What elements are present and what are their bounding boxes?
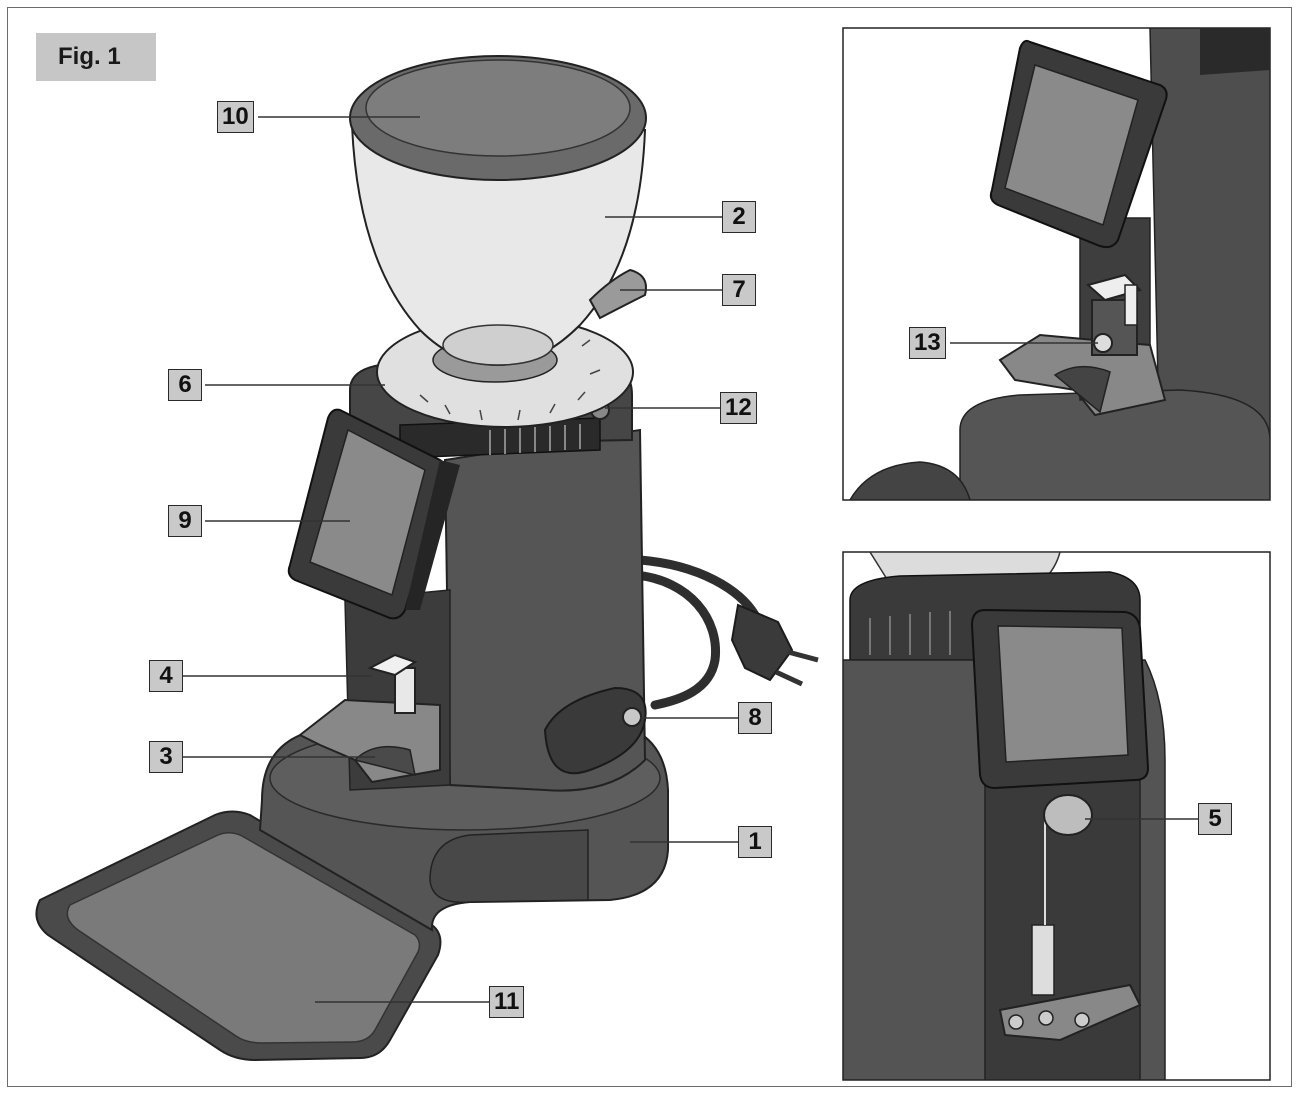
callout-3: 3 — [149, 741, 183, 773]
bean-hopper — [350, 123, 647, 367]
callout-2: 2 — [722, 201, 756, 233]
callout-11: 11 — [489, 986, 525, 1018]
callout-9: 9 — [168, 505, 202, 537]
callout-6: 6 — [168, 369, 202, 401]
power-cord — [630, 555, 760, 710]
callout-10: 10 — [217, 101, 254, 133]
portafilter-fork — [298, 698, 441, 784]
callout-7: 7 — [722, 274, 756, 306]
touch-display — [287, 408, 460, 620]
callout-13: 13 — [909, 327, 946, 359]
inset-display-button-detail — [843, 552, 1166, 1080]
power-plug — [730, 603, 819, 687]
power-switch — [543, 686, 647, 775]
leader-lines — [183, 116, 1198, 1003]
callout-8: 8 — [738, 702, 772, 734]
callout-1: 1 — [738, 826, 772, 858]
grind-push-button — [367, 653, 418, 714]
figure-frame — [7, 7, 1292, 1087]
callout-4: 4 — [149, 660, 183, 692]
callout-5: 5 — [1198, 803, 1232, 835]
hopper-lid — [349, 55, 647, 181]
figure-label: Fig. 1 — [36, 33, 156, 81]
hopper-shutter-lever — [588, 268, 647, 320]
inset-fork-detail — [849, 28, 1270, 500]
callout-12: 12 — [720, 392, 757, 424]
